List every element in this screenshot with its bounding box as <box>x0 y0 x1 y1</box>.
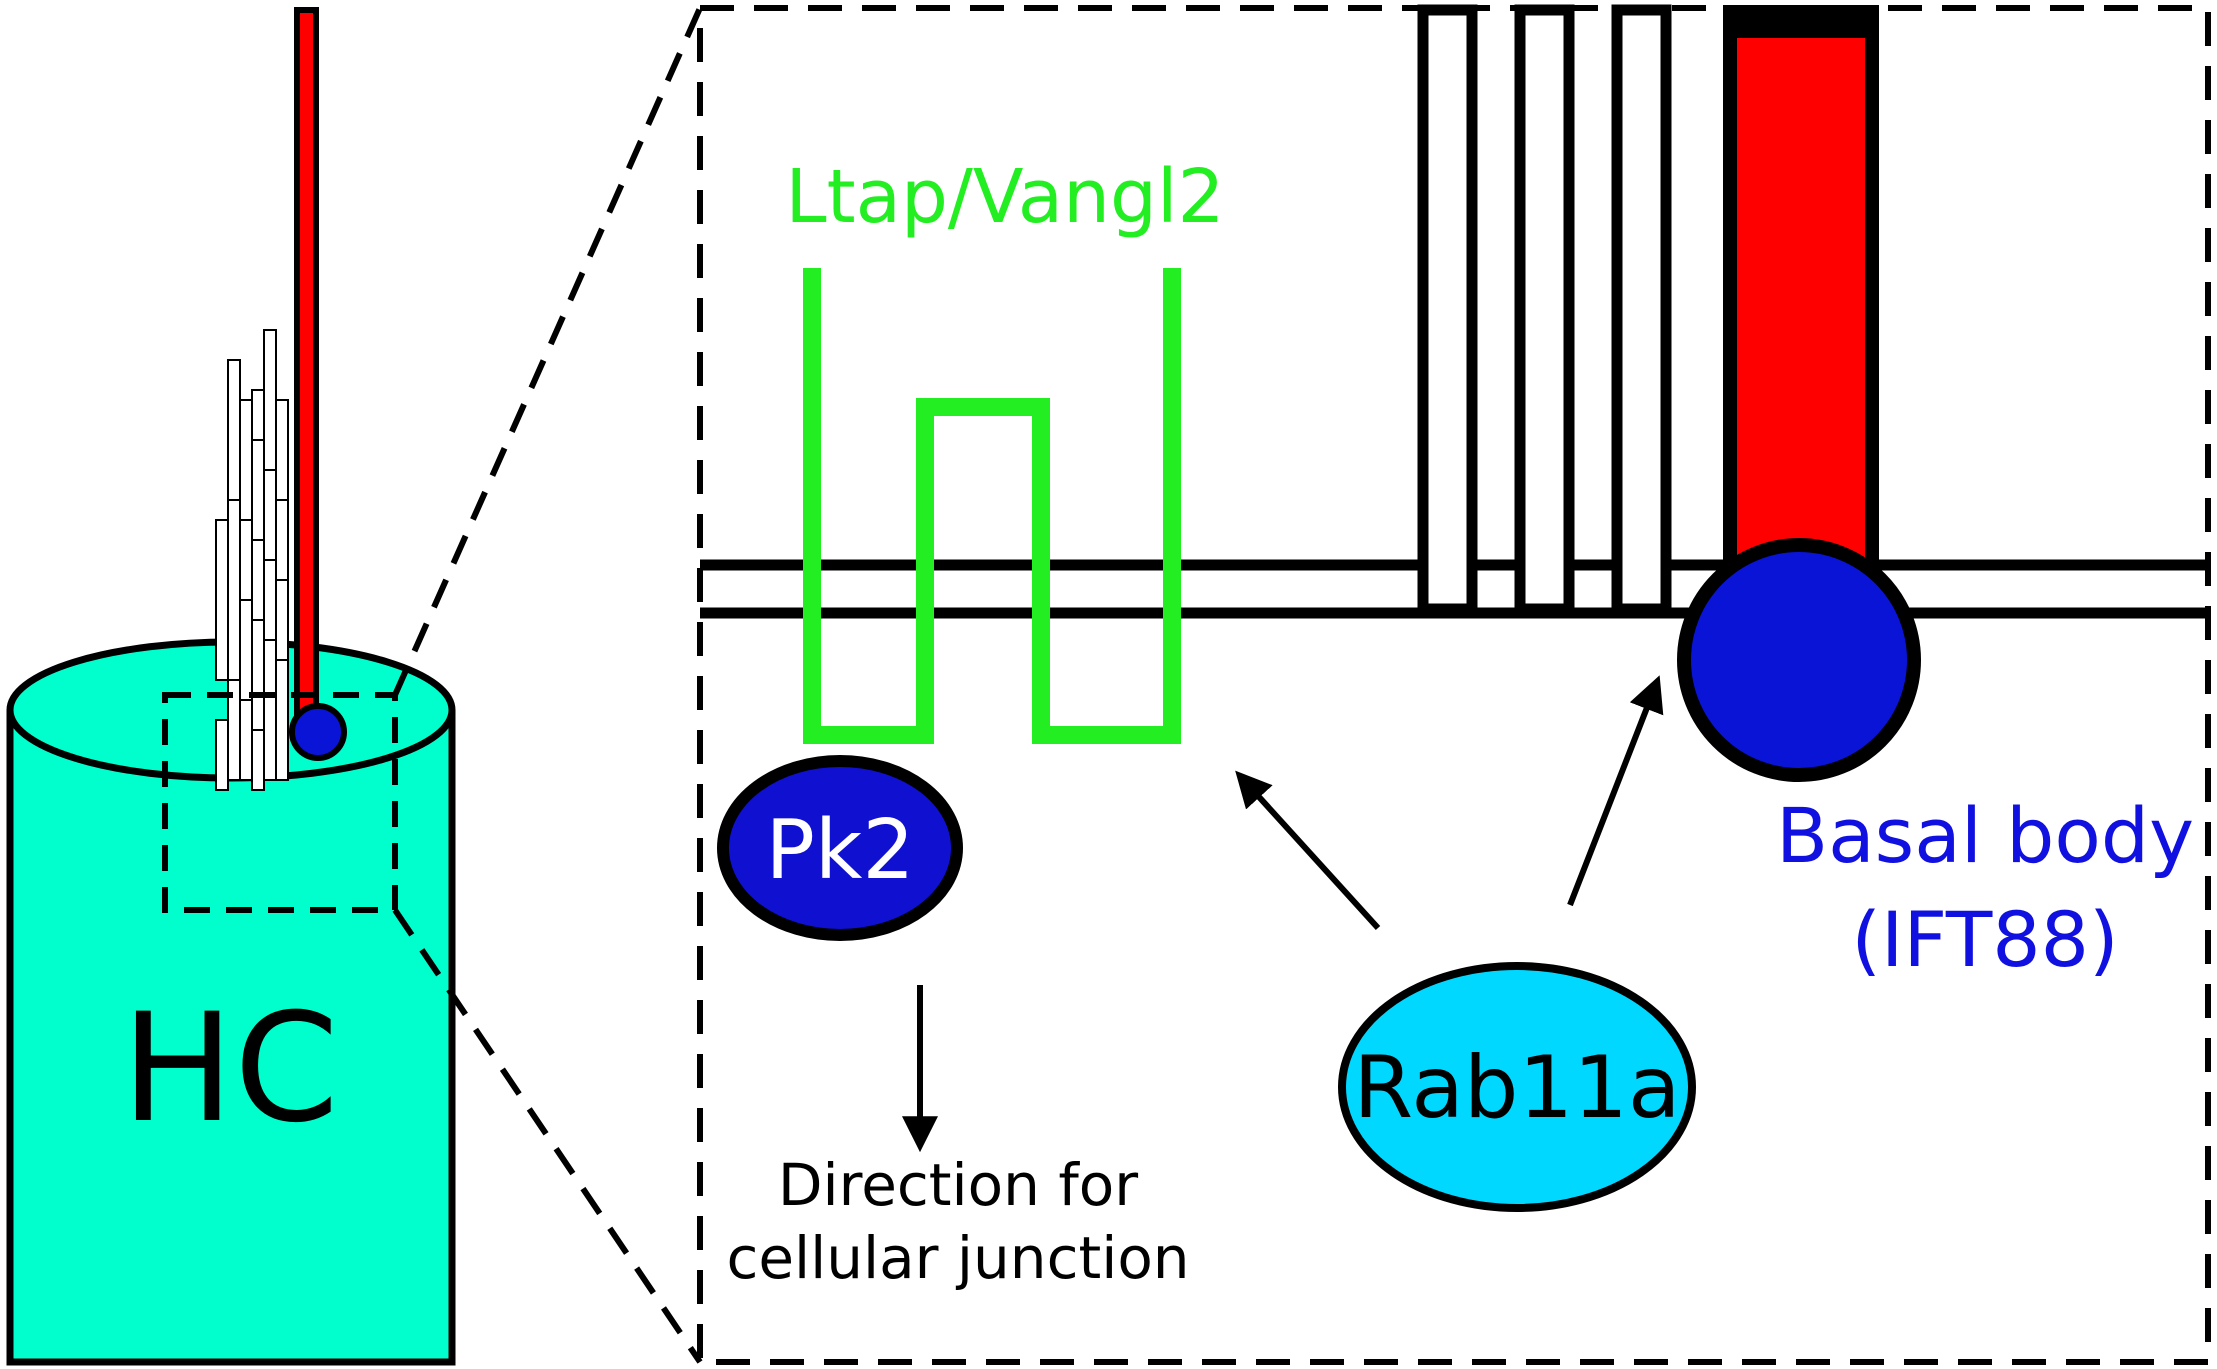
rab11a-label: Rab11a <box>1353 1038 1680 1138</box>
stereocilia-enlarged <box>1417 4 1672 615</box>
ltap-vangl2-label: Ltap/Vangl2 <box>785 154 1224 240</box>
hair-cell-body <box>6 710 456 1366</box>
direction-label-line1: Direction for <box>778 1151 1138 1219</box>
kinocilium-tip <box>1724 8 1878 38</box>
arrow-up-right-icon <box>1567 675 1664 907</box>
stereocilia-bundle-small <box>215 329 289 791</box>
rab11a-node <box>1338 962 1696 1212</box>
ltap-vangl2-protein <box>803 268 1181 744</box>
zoom-region-box <box>162 692 398 913</box>
hair-cell-label: HC <box>121 982 339 1156</box>
enlarged-panel <box>697 5 2211 1365</box>
kinocilium-small <box>294 7 319 718</box>
basal-body-small <box>289 703 347 761</box>
pk2-node <box>717 755 963 941</box>
zoom-connector-top <box>392 6 703 697</box>
pk2-label: Pk2 <box>765 803 914 898</box>
zoom-connector-bottom <box>392 908 703 1364</box>
direction-label-line2: cellular junction <box>726 1224 1189 1292</box>
basal-body-label-line2: (IFT88) <box>1851 895 2118 984</box>
kinocilium-enlarged <box>1723 5 1879 589</box>
basal-body-enlarged <box>1677 538 1921 782</box>
arrow-up-left-icon <box>1235 770 1381 931</box>
basal-body-label-line1: Basal body <box>1776 791 2194 880</box>
